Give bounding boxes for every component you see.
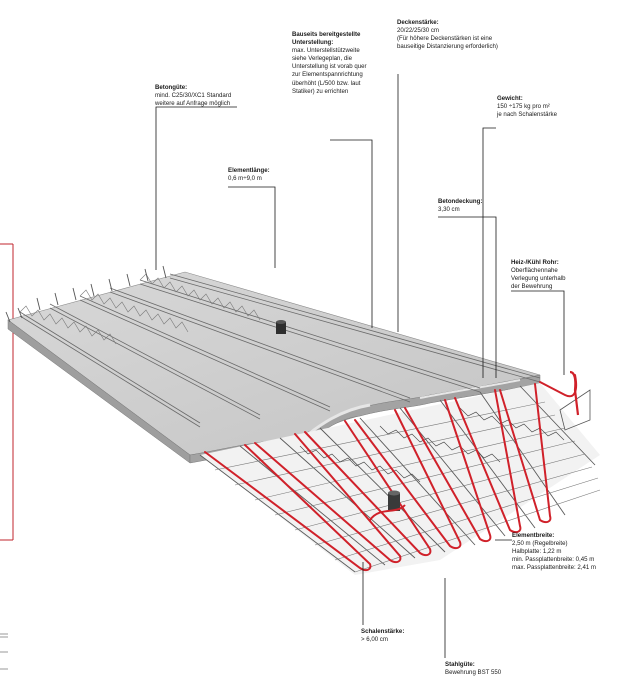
label-betondeckung-title: Betondeckung:	[438, 198, 483, 205]
label-heiz-kuehl-rohr: Heiz-/Kühl Rohr: Oberflächennahe Verlegu…	[511, 259, 566, 291]
label-gewicht-line: 150 ÷175 kg pro m²	[497, 103, 550, 111]
label-betondeckung-line: 3,30 cm	[438, 206, 460, 214]
label-schalenstaerke-title: Schalenstärke:	[361, 628, 405, 635]
label-deckenstaerke-title: Deckenstärke:	[397, 19, 439, 26]
label-unterstellung-line: Unterstellung ist vorab quer	[292, 63, 367, 71]
label-heizkuehl-line: Oberflächennahe	[511, 267, 558, 275]
label-schalenstaerke: Schalenstärke: > 6,00 cm	[361, 628, 404, 644]
label-unterstellung-line: überhöht (L/500 bzw. laut	[292, 79, 361, 87]
heating-pipes	[204, 374, 578, 572]
label-heizkuehl-title: Heiz-/Kühl Rohr:	[511, 259, 559, 266]
label-gewicht-line: je nach Schalenstärke	[497, 111, 557, 119]
label-unterstellung-line: Statiker) zu errichten	[292, 87, 349, 95]
label-elementlaenge-title: Elementlänge:	[228, 167, 270, 174]
label-elementbreite: Elementbreite: 2,50 m (Regelbreite) Halb…	[512, 532, 596, 572]
label-betonguete: Betongüte: mind. C25/30/XC1 Standard wei…	[155, 84, 231, 108]
corner-marks	[0, 633, 8, 670]
label-stahlguete-line: Bewehrung BST 550	[445, 669, 502, 677]
label-heizkuehl-line: der Bewehrung	[511, 283, 553, 291]
label-schalenstaerke-line: > 6,00 cm	[361, 636, 388, 644]
label-deckenstaerke: Deckenstärke: 20/22/25/30 cm (Für höhere…	[397, 19, 498, 51]
sleeve	[276, 320, 286, 334]
label-deckenstaerke-line: bauseitige Distanzierung erforderlich)	[397, 43, 498, 51]
label-elementbreite-line: Halbplatte: 1,22 m	[512, 548, 562, 556]
label-unterstellung-line: Unterstellung:	[292, 39, 334, 47]
leader-lines	[155, 74, 565, 658]
label-gewicht: Gewicht: 150 ÷175 kg pro m² je nach Scha…	[497, 95, 557, 119]
label-betonguete-line: weitere auf Anfrage möglich	[155, 100, 231, 108]
label-elementbreite-line: 2,50 m (Regelbreite)	[512, 540, 568, 548]
label-betondeckung: Betondeckung: 3,30 cm	[438, 198, 482, 214]
label-elementbreite-line: max. Passplattenbreite: 2,41 m	[512, 564, 597, 572]
label-heizkuehl-line: Verlegung unterhalb	[511, 275, 566, 283]
label-elementlaenge: Elementlänge: 0,6 m÷9,0 m	[228, 167, 270, 183]
label-elementlaenge-line: 0,6 m÷9,0 m	[228, 175, 262, 183]
label-unterstellung: Bauseits bereitgestellte Unterstellung: …	[292, 31, 367, 96]
label-gewicht-title: Gewicht:	[497, 95, 523, 102]
label-elementbreite-line: min. Passplattenbreite: 0,45 m	[512, 556, 595, 564]
label-betonguete-title: Betongüte:	[155, 84, 188, 91]
pipe-connector	[559, 370, 591, 431]
label-deckenstaerke-line: (Für höhere Deckenstärken ist eine	[397, 35, 493, 43]
label-unterstellung-line: zur Elementspannrichtung	[292, 71, 363, 79]
label-stahlguete-title: Stahlgüte:	[445, 661, 475, 668]
label-unterstellung-line: max. Unterstellstützweite	[292, 47, 360, 55]
label-unterstellung-line: siehe Verlegeplan, die	[292, 55, 352, 63]
label-deckenstaerke-line: 20/22/25/30 cm	[397, 27, 440, 35]
label-betonguete-line: mind. C25/30/XC1 Standard	[155, 92, 232, 100]
label-unterstellung-title: Bauseits bereitgestellte	[292, 31, 361, 38]
grid-sleeve	[369, 490, 406, 521]
reinforcement-grid	[199, 370, 601, 575]
label-elementbreite-title: Elementbreite:	[512, 532, 555, 539]
label-stahlguete: Stahlgüte: Bewehrung BST 550	[445, 661, 501, 677]
